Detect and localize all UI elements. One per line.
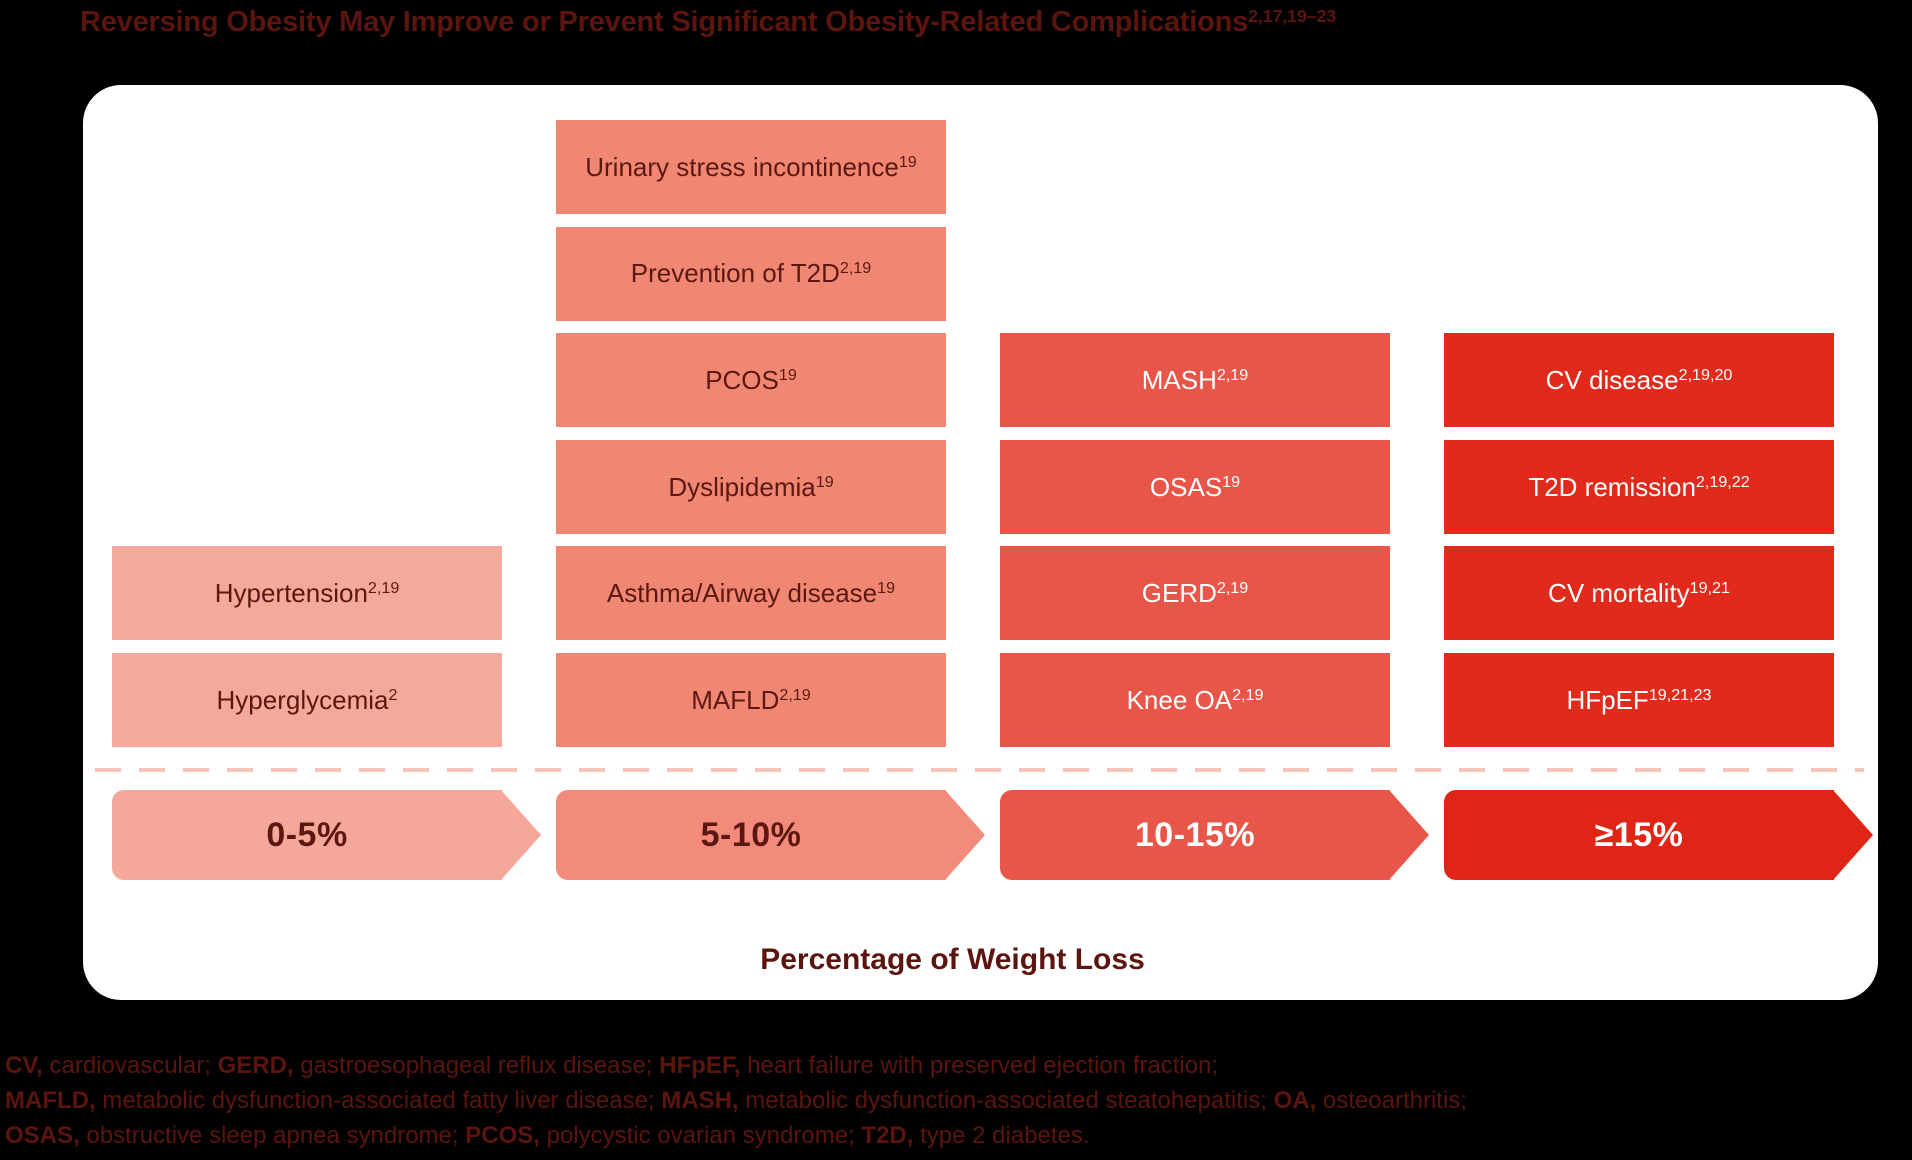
complication-box: CV disease2,19,20: [1444, 333, 1834, 428]
footnote-abbreviation: OSAS,: [5, 1122, 80, 1149]
footnote-text: gastroesophageal reflux disease;: [293, 1052, 660, 1079]
complication-box: HFpEF19,21,23: [1444, 652, 1834, 747]
complication-box: T2D remission2,19,22: [1444, 439, 1834, 534]
x-axis-label: Percentage of Weight Loss: [760, 943, 1145, 976]
complication-box: Hypertension2,19: [112, 546, 502, 641]
reference-superscript: 19: [877, 579, 896, 598]
complication-box: Asthma/Airway disease19: [556, 546, 946, 641]
footnote-abbreviation: HFpEF,: [659, 1052, 741, 1079]
footnote-text: type 2 diabetes.: [913, 1122, 1090, 1149]
footnote-text: cardiovascular;: [42, 1052, 218, 1079]
reference-superscript: 19,21,23: [1648, 685, 1712, 704]
complication-label: T2D remission2,19,22: [1528, 471, 1750, 502]
complication-label: Knee OA2,19: [1126, 684, 1264, 715]
weight-loss-range-arrow: 10-15%: [1000, 790, 1429, 880]
complication-label: CV disease2,19,20: [1545, 364, 1733, 395]
reference-superscript: 2,19: [1216, 366, 1249, 385]
complication-label: MAFLD2,19: [691, 684, 811, 715]
footnote-abbreviation: GERD,: [217, 1052, 294, 1079]
footnote-line: OSAS, obstructive sleep apnea syndrome; …: [5, 1118, 1467, 1153]
complication-box: PCOS19: [556, 333, 946, 428]
complication-label: PCOS19: [705, 364, 797, 395]
reference-superscript: 19: [815, 472, 834, 491]
complication-label: Prevention of T2D2,19: [630, 258, 872, 289]
weight-loss-range-label: 5-10%: [700, 815, 802, 854]
complication-box: Dyslipidemia19: [556, 439, 946, 534]
footnote-line: CV, cardiovascular; GERD, gastroesophage…: [5, 1048, 1467, 1083]
abbreviation-footnote: CV, cardiovascular; GERD, gastroesophage…: [5, 1048, 1467, 1153]
complication-label: HFpEF19,21,23: [1566, 684, 1712, 715]
reference-superscript: 2,19,22: [1695, 472, 1750, 491]
reference-superscript: 19: [1222, 472, 1241, 491]
weight-loss-range-arrow: 5-10%: [556, 790, 985, 880]
footnote-abbreviation: T2D,: [861, 1122, 914, 1149]
reference-superscript: 2,19: [839, 259, 872, 278]
complication-box: Knee OA2,19: [1000, 652, 1390, 747]
footnote-abbreviation: OA,: [1273, 1087, 1317, 1114]
page-title-text: Reversing Obesity May Improve or Prevent…: [80, 6, 1249, 38]
reference-superscript: 2,19,20: [1678, 366, 1733, 385]
reference-superscript: 19: [778, 366, 797, 385]
reference-superscript: 2,19: [1232, 685, 1264, 704]
weight-loss-arrow-row: 0-5% 5-10% 10-15% ≥15%: [112, 790, 1878, 880]
complication-label: Asthma/Airway disease19: [606, 578, 896, 609]
complication-label: Hyperglycemia2: [216, 684, 398, 715]
footnote-text: metabolic dysfunction-associated fatty l…: [95, 1087, 662, 1114]
complication-label: MASH2,19: [1141, 364, 1249, 395]
complication-box: OSAS19: [1000, 439, 1390, 534]
weight-loss-range-label: ≥15%: [1594, 815, 1684, 854]
footnote-text: obstructive sleep apnea syndrome;: [79, 1122, 466, 1149]
weight-loss-range-arrow: ≥15%: [1444, 790, 1873, 880]
footnote-abbreviation: PCOS,: [465, 1122, 540, 1149]
complication-box: MASH2,19: [1000, 333, 1390, 428]
footnote-abbreviation: MAFLD,: [5, 1087, 96, 1114]
complication-box: Urinary stress incontinence19: [556, 120, 946, 214]
footnote-line: MAFLD, metabolic dysfunction-associated …: [5, 1083, 1467, 1118]
footnote-abbreviation: CV,: [5, 1052, 43, 1079]
complication-label: Dyslipidemia19: [668, 471, 834, 502]
weight-loss-range-label: 0-5%: [266, 815, 348, 854]
complication-box: Prevention of T2D2,19: [556, 226, 946, 321]
reference-superscript: 2,19: [1216, 579, 1249, 598]
weight-loss-range-arrow: 0-5%: [112, 790, 541, 880]
complication-box: CV mortality19,21: [1444, 546, 1834, 641]
complication-box: MAFLD2,19: [556, 652, 946, 747]
footnote-text: metabolic dysfunction-associated steatoh…: [738, 1087, 1274, 1114]
reference-superscript: 19: [898, 152, 917, 171]
page-title-references: 2,17,19–23: [1248, 6, 1337, 27]
complication-box: Hyperglycemia2: [112, 652, 502, 747]
complication-box: GERD2,19: [1000, 546, 1390, 641]
reference-superscript: 2,19: [367, 579, 400, 598]
complication-label: GERD2,19: [1141, 578, 1249, 609]
complication-label: CV mortality19,21: [1548, 578, 1730, 609]
reference-superscript: 2,19: [779, 685, 811, 704]
page-title: Reversing Obesity May Improve or Prevent…: [80, 2, 1336, 45]
footnote-text: heart failure with preserved ejection fr…: [740, 1052, 1219, 1079]
reference-superscript: 19,21: [1689, 579, 1730, 598]
weight-loss-range-label: 10-15%: [1134, 815, 1256, 854]
complication-label: Urinary stress incontinence19: [585, 151, 917, 182]
reference-superscript: 2: [388, 685, 398, 704]
footnote-text: polycystic ovarian syndrome;: [539, 1122, 862, 1149]
footnote-text: osteoarthritis;: [1316, 1087, 1467, 1114]
complication-label: Hypertension2,19: [214, 578, 400, 609]
dashed-divider: [95, 768, 1864, 772]
complication-label: OSAS19: [1149, 471, 1241, 502]
footnote-abbreviation: MASH,: [661, 1087, 739, 1114]
